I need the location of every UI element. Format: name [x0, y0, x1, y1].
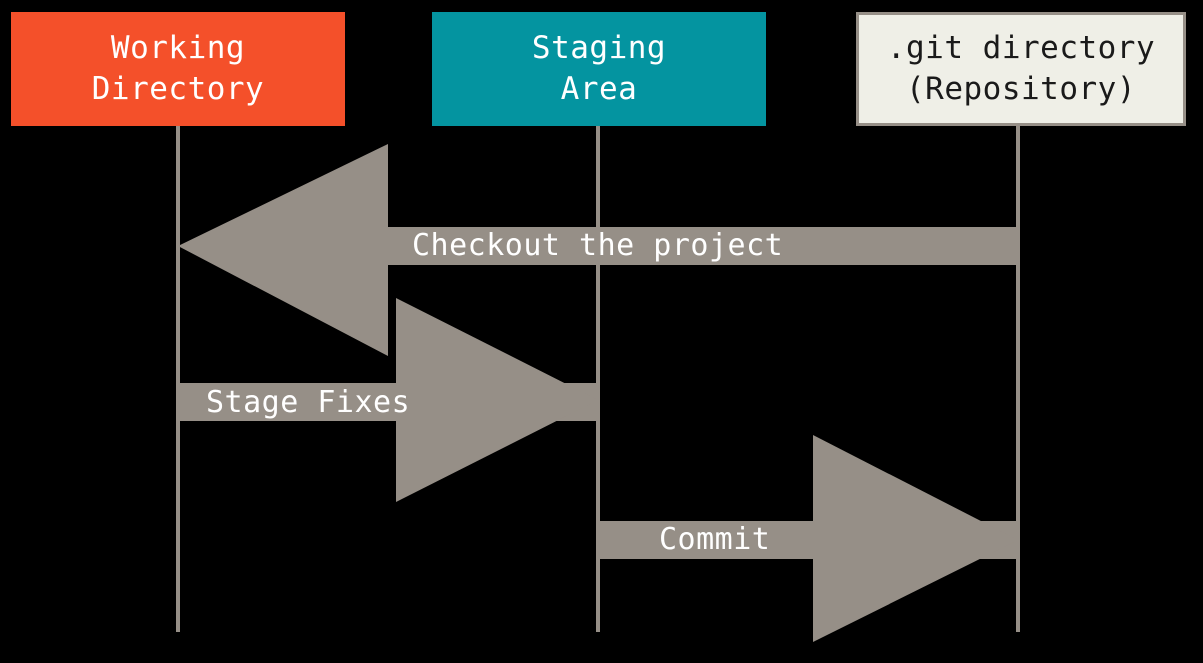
arrow-stage-fixes-head: [396, 298, 598, 502]
lifeline-git-directory: [1016, 126, 1020, 632]
arrow-commit-head: [813, 435, 1018, 642]
node-working-directory-label-line1: Working: [110, 30, 246, 67]
lifeline-staging-area: [596, 126, 600, 632]
node-staging-area[interactable]: Staging Area: [432, 12, 766, 126]
arrow-checkout-head: [178, 144, 388, 356]
node-staging-area-label-line2: Area: [560, 71, 638, 107]
arrow-label-stage-fixes: Stage Fixes: [206, 385, 411, 420]
node-git-directory[interactable]: .git directory (Repository): [856, 12, 1186, 126]
node-staging-area-label-line1: Staging: [531, 30, 667, 67]
node-git-directory-label-line1: .git directory: [886, 30, 1156, 67]
node-git-directory-label-line2: (Repository): [906, 71, 1136, 107]
arrow-label-commit: Commit: [659, 522, 771, 557]
arrow-label-checkout: Checkout the project: [412, 228, 784, 263]
node-working-directory[interactable]: Working Directory: [11, 12, 345, 126]
lifeline-working-directory: [176, 126, 180, 632]
node-working-directory-label-line2: Directory: [91, 71, 265, 107]
